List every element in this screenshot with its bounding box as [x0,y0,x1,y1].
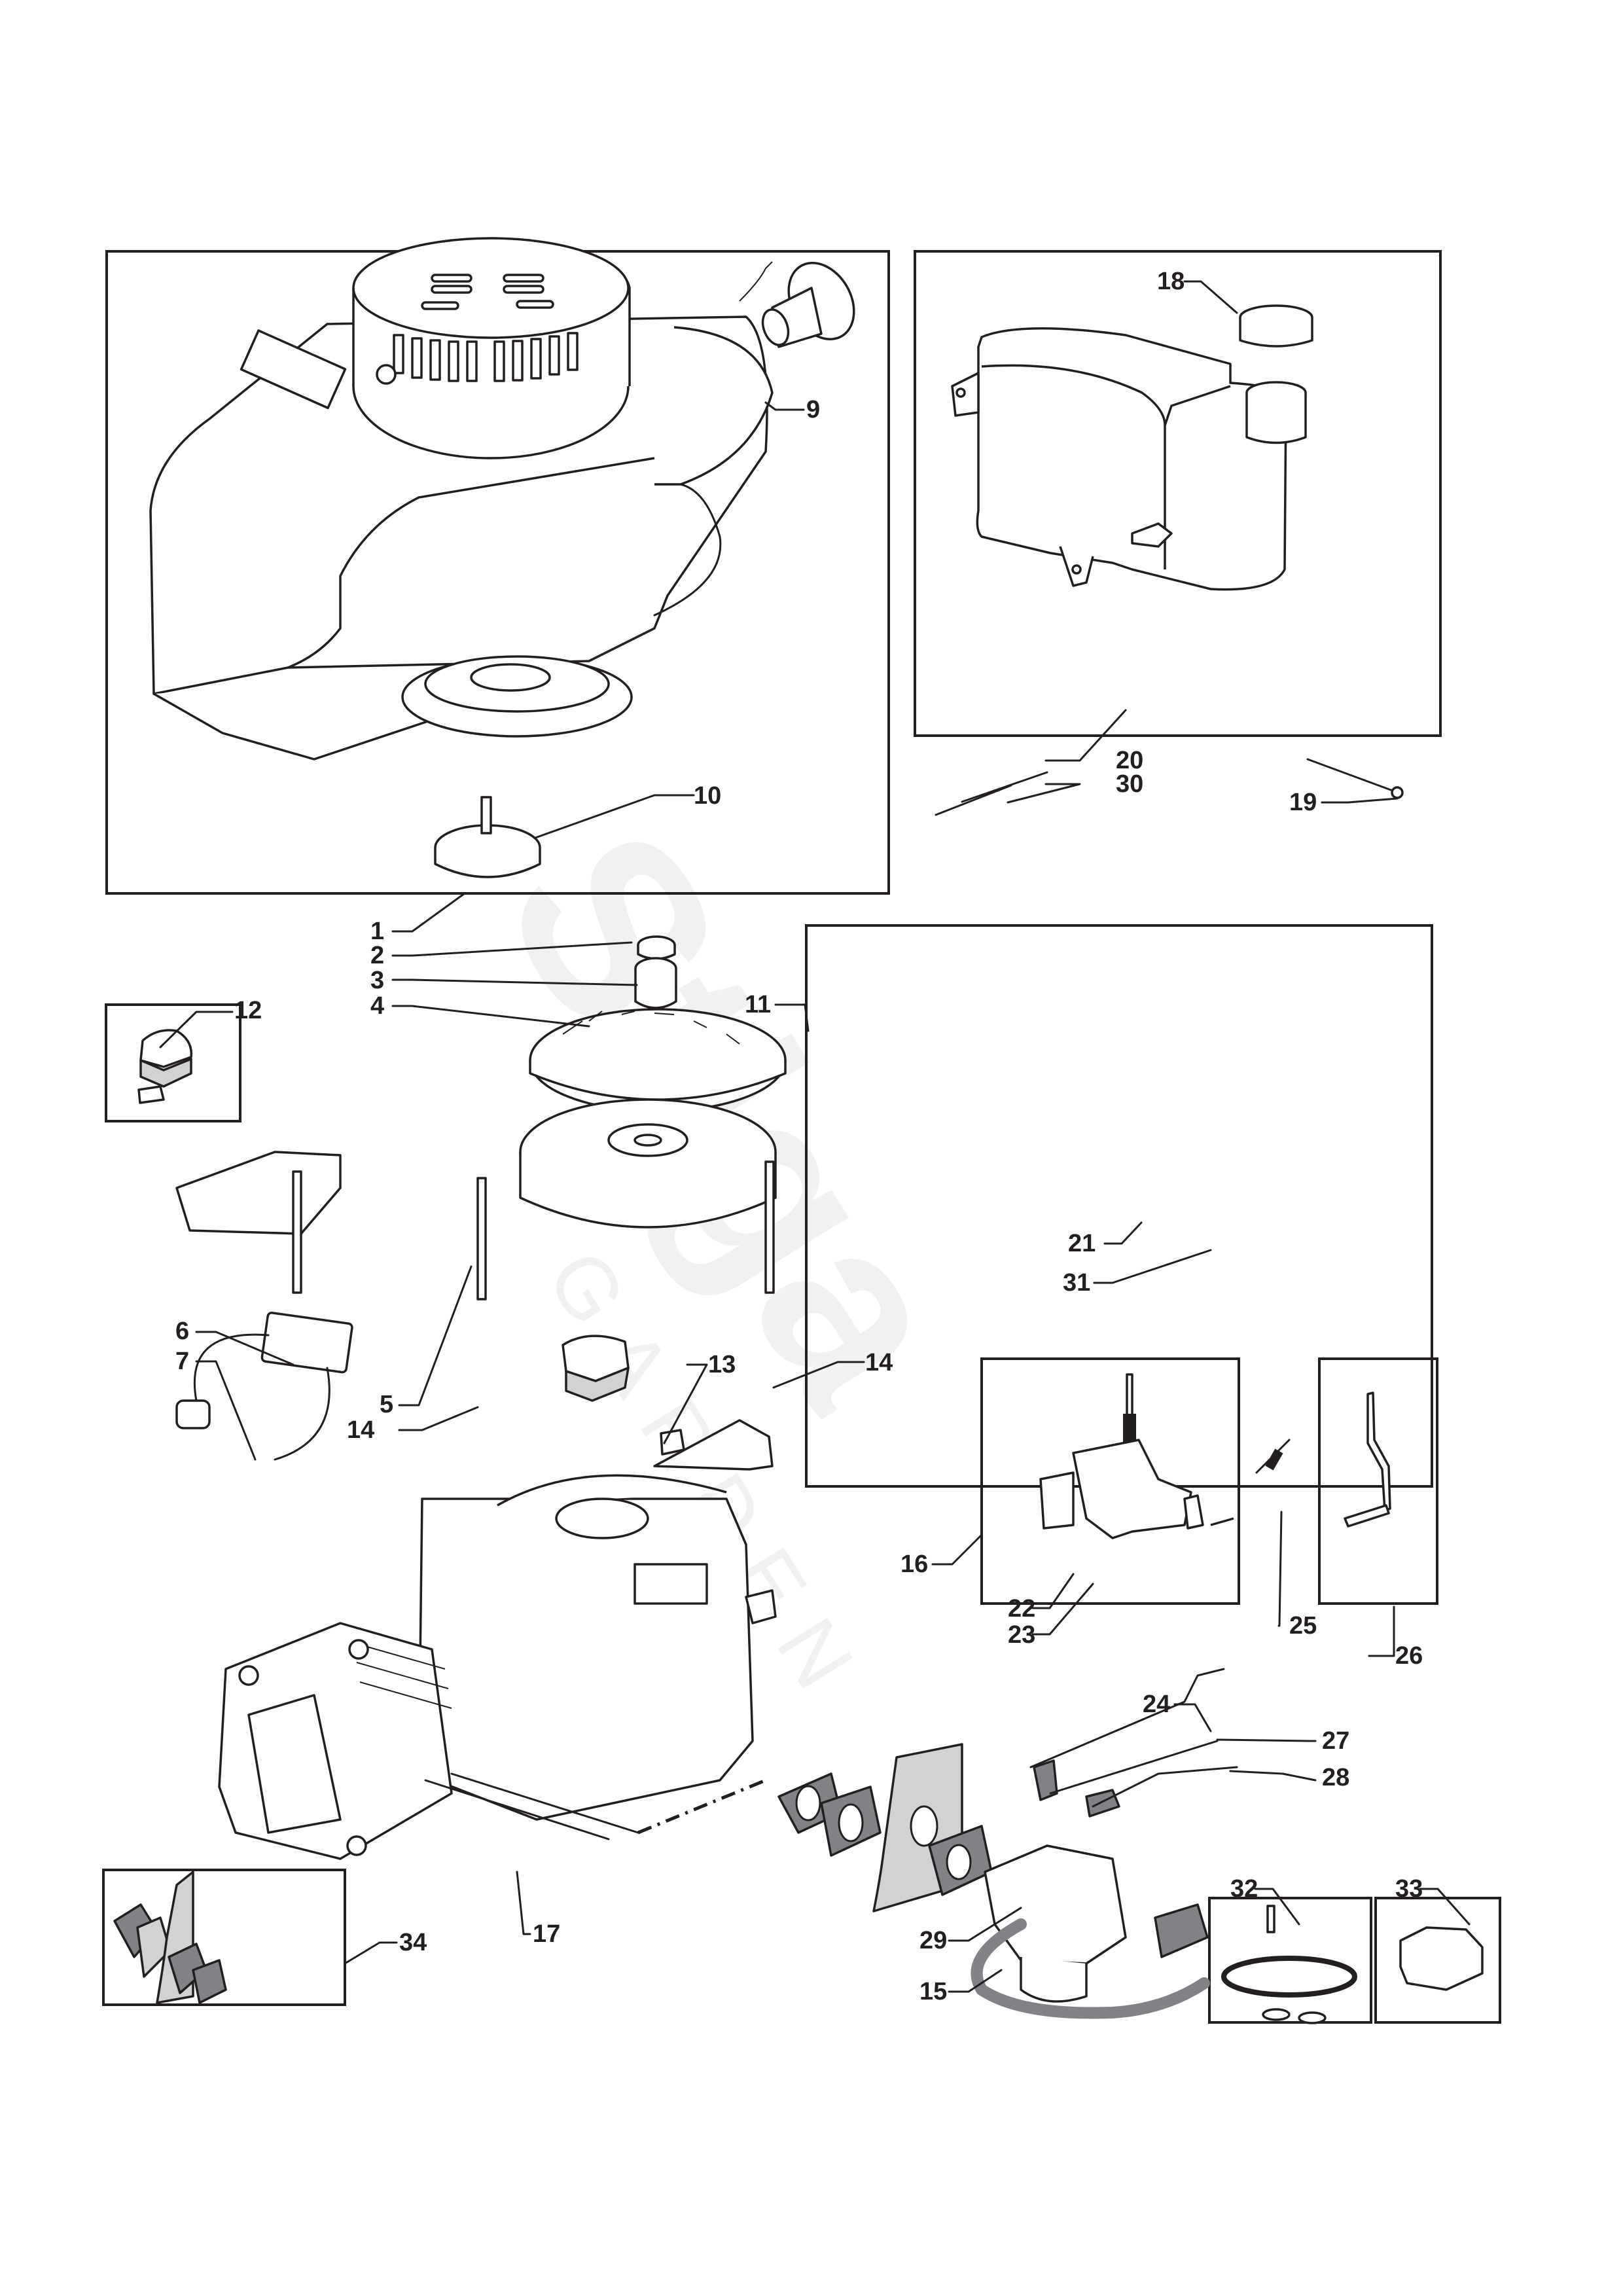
frame-governor-bracket [980,1357,1240,1605]
stud-6-illustration [292,1170,302,1294]
cylinder-head-illustration [218,1622,453,1860]
callout-2[interactable]: 2 [370,942,384,969]
callout-14b[interactable]: 14 [865,1349,893,1376]
callout-7[interactable]: 7 [175,1348,189,1375]
starter-handle-illustration [739,261,855,348]
stud-14b-illustration [764,1160,775,1294]
callout-31[interactable]: 31 [1063,1269,1090,1297]
callout-32[interactable]: 32 [1230,1875,1258,1903]
callout-33[interactable]: 33 [1395,1875,1423,1903]
callout-34[interactable]: 34 [399,1929,427,1956]
bolt-19-illustration [1306,758,1404,799]
governor-bracket-16-illustration [1039,1373,1234,1539]
callout-20[interactable]: 20 [1116,747,1143,774]
callout-4[interactable]: 4 [370,992,384,1020]
frame-governor-arm [1318,1357,1438,1605]
callout-28[interactable]: 28 [1322,1764,1349,1791]
callout-11[interactable]: 11 [745,991,771,1018]
callout-16[interactable]: 16 [901,1551,928,1578]
fuel-tank-illustration [951,327,1307,591]
callout-labels: 9 10 1 2 3 4 12 11 21 31 6 7 5 14 13 14 … [175,268,1423,2005]
spring-25-illustration [1255,1439,1291,1474]
starter-label-plate [240,329,347,410]
nut-2-illustration [637,935,676,960]
callout-29[interactable]: 29 [919,1927,947,1954]
starter-housing-illustration [149,237,774,761]
callout-27[interactable]: 27 [1322,1727,1349,1755]
callout-13[interactable]: 13 [708,1351,736,1378]
starter-vents [393,274,579,382]
kit-32-illustration [1221,1905,1357,2024]
callout-17[interactable]: 17 [533,1920,560,1948]
callout-22[interactable]: 22 [1008,1595,1035,1623]
callout-18[interactable]: 18 [1157,268,1185,295]
callout-25[interactable]: 25 [1289,1612,1317,1640]
callout-15[interactable]: 15 [919,1978,947,2005]
callout-24[interactable]: 24 [1143,1691,1170,1718]
frame-kit-32 [1208,1897,1372,2024]
choke-rod-27-illustration [1049,1740,1219,1795]
callout-10[interactable]: 10 [694,782,721,810]
carburettor-15-illustration [971,1759,1210,2019]
frame-kit-12 [105,1003,241,1122]
frame-fuel-tank [914,250,1442,737]
leader-lines [159,280,1471,1993]
stud-30-illustration [935,771,1048,816]
intake-gaskets-illustration [777,1743,993,1912]
shield-plate-illustration [175,1151,342,1235]
callout-21[interactable]: 21 [1068,1230,1096,1257]
kit-34-illustration [113,1871,227,2004]
fan-4-illustration [529,1008,787,1113]
callout-26[interactable]: 26 [1395,1642,1423,1670]
pawl-plate-illustration [434,796,541,878]
callout-30[interactable]: 30 [1116,770,1143,798]
kit-12-illustration [137,1029,193,1104]
flywheel-5-illustration [519,1098,777,1229]
callout-6[interactable]: 6 [175,1318,189,1345]
cover-13-illustration [562,1335,774,1471]
governor-rod-24-illustration [1029,1668,1225,1768]
kit-33-illustration [1399,1926,1484,1991]
carb-studs-17-illustration [424,1772,766,1840]
callout-12[interactable]: 12 [234,997,262,1024]
callout-1[interactable]: 1 [370,918,384,945]
callout-3[interactable]: 3 [370,967,384,994]
callout-5[interactable]: 5 [380,1391,393,1418]
callout-9[interactable]: 9 [806,396,820,423]
throttle-rod-28-illustration [1092,1766,1238,1808]
governor-arm-26-illustration [1344,1391,1391,1528]
stud-14a-illustration [476,1177,487,1300]
callout-23[interactable]: 23 [1008,1621,1035,1649]
callout-14a[interactable]: 14 [347,1416,374,1444]
frame-kit-33 [1374,1897,1501,2024]
fuel-cap-illustration [1239,304,1313,348]
callout-19[interactable]: 19 [1289,789,1317,816]
ignition-coil-7-illustration [175,1312,353,1461]
engine-block-illustration [418,1474,777,1821]
starter-cup-3-illustration [634,957,677,1009]
frame-kit-34 [102,1869,346,2006]
